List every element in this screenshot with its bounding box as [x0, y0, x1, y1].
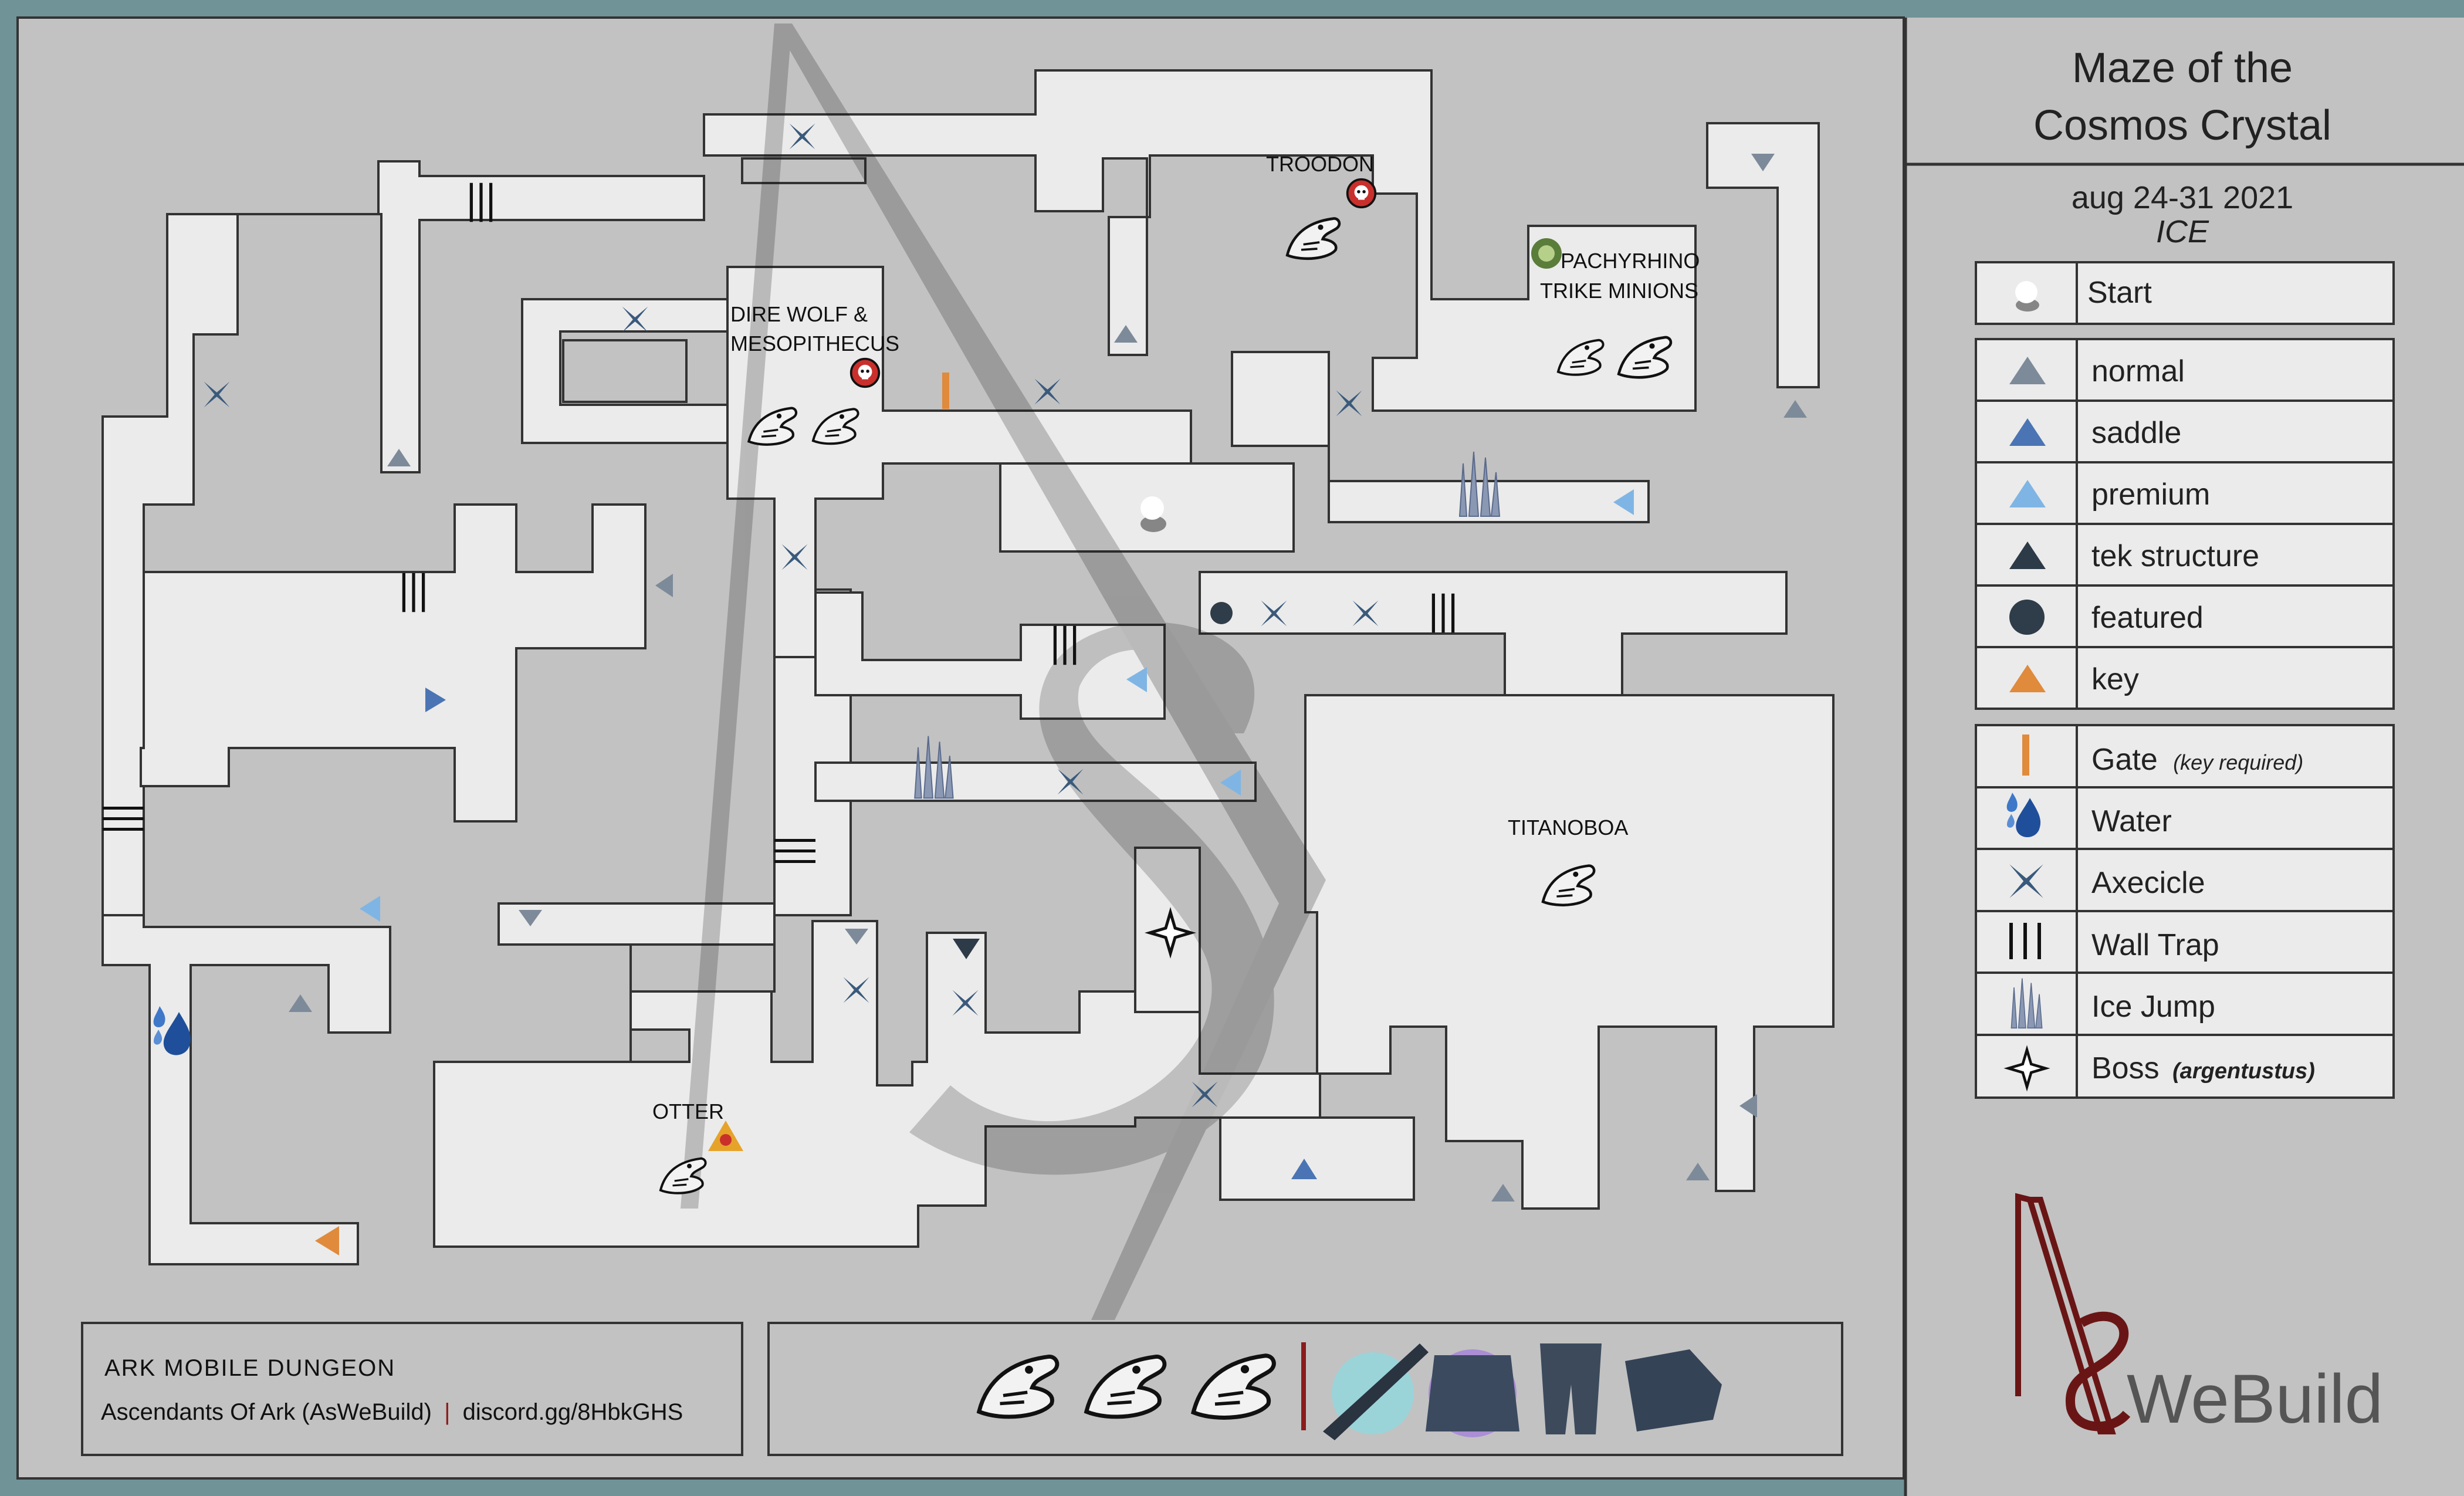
- legend-axecicle-label: Axecicle: [2091, 866, 2205, 900]
- wall-block: [741, 157, 867, 184]
- normal-chest-marker: [1114, 325, 1138, 343]
- legend-normal-label: normal: [2091, 354, 2185, 388]
- legend-key-label: key: [2091, 662, 2139, 696]
- saddle-chest-marker: [1291, 1159, 1317, 1179]
- start-legend-marker: [2015, 281, 2039, 312]
- tek-leggings-icon: [1540, 1343, 1602, 1434]
- wall-trap-legend-icon: [2009, 923, 2041, 959]
- legend-gate-label: Gate (key required): [2091, 743, 2303, 777]
- troodon-label: TROODON: [1266, 152, 1374, 176]
- pachyrhino-icon: [1531, 238, 1562, 269]
- featured-legend-marker: [2009, 600, 2045, 635]
- legend-start-label: Start: [2087, 276, 2152, 310]
- maze-corridors: [101, 69, 1835, 1265]
- rewards-divider: [1301, 1342, 1306, 1430]
- normal-chest-marker: [1491, 1184, 1515, 1201]
- featured-marker: [1210, 602, 1233, 624]
- corridor: [1219, 1116, 1415, 1201]
- premium-chest-marker: [360, 896, 380, 922]
- legend-saddle-label: saddle: [2091, 416, 2181, 450]
- legend-gate-note: (key required): [2173, 750, 2303, 774]
- corridor: [1231, 351, 1650, 523]
- saddle-chest-marker: [425, 688, 446, 712]
- premium-chest-marker: [1126, 667, 1147, 692]
- saddle-legend-marker: [2009, 418, 2046, 446]
- tek-structure-legend-marker: [2009, 541, 2046, 569]
- premium-legend-marker: [2009, 480, 2046, 507]
- skull-badge-icon: [1346, 178, 1377, 209]
- maze-walls: [562, 157, 867, 1063]
- watermark: [681, 23, 1326, 1320]
- normal-chest-marker: [387, 449, 411, 466]
- discord-link[interactable]: discord.gg/8HbkGHS: [463, 1399, 683, 1425]
- normal-chest-marker: [1783, 400, 1807, 418]
- normal-chest-marker: [289, 994, 312, 1012]
- skull-badge-icon: [849, 357, 881, 388]
- legend-boss-text: Boss: [2091, 1051, 2160, 1085]
- chest-markers: [289, 154, 1807, 1255]
- corridor: [1706, 122, 1820, 388]
- corridor: [433, 902, 1321, 1248]
- legend-ice-jump-label: Ice Jump: [2091, 990, 2215, 1024]
- premium-chest-marker: [1220, 770, 1241, 796]
- normal-chest-marker: [1739, 1094, 1757, 1118]
- legend-wall-trap-label: Wall Trap: [2091, 928, 2219, 962]
- tek-rifle-icon: [1323, 1343, 1429, 1440]
- legend-tek-structure-label: tek structure: [2091, 539, 2259, 573]
- wall-block: [562, 339, 688, 403]
- corridor: [814, 761, 1257, 802]
- gate-icon: [942, 373, 949, 409]
- mesopithecus-label: MESOPITHECUS: [730, 331, 899, 356]
- wall-block: [629, 1028, 691, 1063]
- normal-chest-marker: [1751, 154, 1775, 171]
- tek-structure-marker: [953, 939, 980, 959]
- footer-credit: Ascendants Of Ark (AsWeBuild): [101, 1399, 432, 1425]
- footer-heading: ARK MOBILE DUNGEON: [104, 1355, 395, 1381]
- wall-trap-icon: [103, 807, 815, 863]
- aswebuild-logo-text: WeBuild: [2127, 1360, 2383, 1438]
- legend-boss-label: Boss (argentustus): [2091, 1051, 2315, 1085]
- normal-chest-marker: [1686, 1163, 1710, 1180]
- pachyrhino-label: PACHYRHINO: [1561, 249, 1700, 273]
- corridor: [521, 298, 729, 444]
- aswebuild-logo: WeBuild: [2015, 1193, 2383, 1438]
- map-title-line2: Cosmos Crystal: [2033, 102, 2331, 149]
- legend: [1975, 261, 2395, 1099]
- normal-chest-marker: [845, 929, 868, 945]
- corridor: [726, 266, 1192, 658]
- legend-boss-note: (argentustus): [2172, 1059, 2315, 1084]
- key-chest-marker: [315, 1226, 339, 1255]
- legend-featured-label: featured: [2091, 601, 2204, 635]
- wall-block: [629, 943, 776, 993]
- trike-minions-label: TRIKE MINIONS: [1540, 279, 1698, 303]
- tek-boots-icon: [1625, 1349, 1722, 1431]
- gate-legend-icon: [2022, 735, 2029, 776]
- footer-credit-line: Ascendants Of Ark (AsWeBuild) | discord.…: [101, 1399, 683, 1425]
- legend-gate-text: Gate: [2091, 743, 2158, 777]
- map-title-line1: Maze of the: [2072, 45, 2293, 92]
- legend-water-label: Water: [2091, 804, 2172, 838]
- event-dates: aug 24-31 2021: [2072, 180, 2293, 215]
- footer-info-box: [81, 1322, 743, 1456]
- dire-wolf-label: DIRE WOLF &: [730, 302, 868, 326]
- event-theme: ICE: [2156, 214, 2209, 249]
- otter-label: OTTER: [652, 1099, 724, 1123]
- tek-chestpiece-icon: [1426, 1349, 1519, 1437]
- start-marker: [1140, 496, 1166, 532]
- corridor: [140, 503, 647, 823]
- normal-chest-marker: [519, 910, 542, 926]
- legend-premium-label: premium: [2091, 478, 2210, 512]
- corridor: [101, 914, 391, 1265]
- footer-separator: |: [444, 1399, 450, 1425]
- featured-badge-icon: [708, 1121, 743, 1151]
- premium-chest-marker: [1613, 489, 1634, 515]
- key-legend-marker: [2009, 665, 2046, 692]
- normal-legend-marker: [2009, 357, 2046, 384]
- titanoboa-label: TITANOBOA: [1508, 815, 1628, 840]
- normal-chest-marker: [655, 574, 673, 597]
- corridor: [814, 591, 1166, 720]
